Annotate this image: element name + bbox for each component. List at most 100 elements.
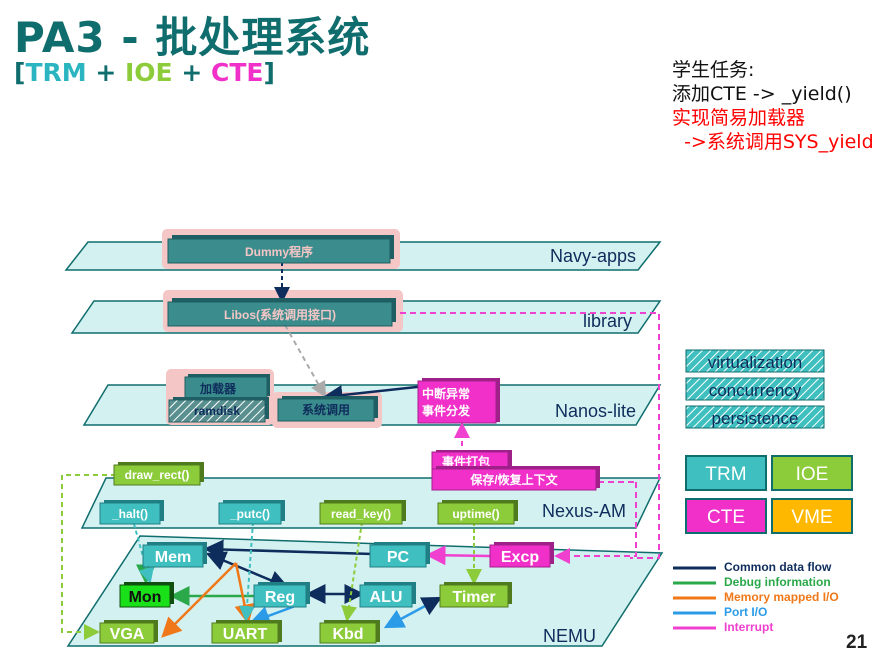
- legend-trm-label: TRM: [705, 464, 746, 485]
- legend-cte: CTE: [685, 498, 767, 534]
- save-restore-context-label: 保存/恢复上下文: [469, 472, 558, 487]
- event-dispatch-label-2: 事件分发: [422, 403, 471, 418]
- timer-label: Timer: [452, 589, 495, 606]
- excp-box: Excp: [489, 542, 554, 568]
- dummy-program-label: Dummy程序: [245, 244, 313, 259]
- dispatch-to-syscall-arrow: [322, 384, 427, 406]
- legend-line-common-data-flow-label: Common data flow: [724, 560, 832, 574]
- interrupt-loop-outer: [400, 312, 660, 559]
- legend-ioe-label: IOE: [796, 464, 829, 485]
- legend-vme-label: VME: [791, 507, 832, 528]
- reg-to-uart-port-arrow: [249, 603, 299, 626]
- subtitle-trm: TRM: [25, 58, 87, 87]
- legend-line-port-io-label: Port I/O: [724, 605, 767, 619]
- layer-nexus-label: Nexus-AM: [542, 501, 626, 521]
- event-dispatch-label-1: 中断异常: [422, 386, 470, 401]
- kbd-label: Kbd: [332, 626, 363, 643]
- page-subtitle: [TRM + IOE + CTE]: [14, 58, 275, 87]
- subtitle-ioe: IOE: [124, 58, 173, 87]
- reg-box: Reg: [253, 582, 310, 608]
- mem-box: Mem: [142, 542, 207, 568]
- libos-box: Libos(系统调用接口): [167, 298, 396, 327]
- syscall-box: 系统调用: [277, 396, 378, 422]
- uart-label: UART: [223, 626, 268, 643]
- legend-concurrency-label: concurrency: [709, 381, 802, 400]
- read-key-box: read_key(): [319, 500, 406, 525]
- syscall-label: 系统调用: [302, 402, 350, 417]
- event-dispatch-box: 中断异常 事件分发: [417, 378, 500, 424]
- pc-box: PC: [369, 542, 430, 568]
- legend-persistence: persistence: [685, 405, 825, 429]
- timer-kbd-port-arrow: [383, 596, 443, 629]
- task-heading: 学生任务:: [672, 59, 755, 81]
- drawrect-to-vga-arrow: [61, 474, 116, 640]
- putc-to-uart-arrow: [239, 521, 255, 622]
- uart-box: UART: [211, 620, 282, 644]
- legend-line-debug-information-label: Debug information: [724, 575, 831, 589]
- kbd-box: Kbd: [319, 620, 380, 644]
- vga-box: VGA: [99, 620, 158, 644]
- putc-label: _putc(): [229, 507, 270, 521]
- legend-lines: Common data flow Debug information Memor…: [673, 560, 839, 634]
- ramdisk-label: ramdisk: [194, 404, 240, 418]
- read-key-label: read_key(): [331, 507, 391, 521]
- vga-label: VGA: [110, 626, 145, 643]
- legend-cte-label: CTE: [707, 507, 745, 528]
- interrupt-loop-inner: [554, 482, 637, 564]
- mon-box: Mon: [119, 582, 174, 608]
- layer-library-label: library: [583, 311, 632, 331]
- legend-persistence-label: persistence: [712, 409, 799, 428]
- draw-rect-box: draw_rect(): [113, 462, 204, 486]
- halt-box: _halt(): [99, 500, 164, 525]
- pc-label: PC: [387, 549, 410, 566]
- uptime-label: uptime(): [452, 507, 499, 521]
- alu-box: ALU: [359, 582, 416, 608]
- legend-line-memory-mapped-io-label: Memory mapped I/O: [724, 590, 839, 604]
- putc-box: _putc(): [218, 500, 285, 525]
- legend-line-interrupt-label: Interrupt: [724, 620, 773, 634]
- halt-label: _halt(): [111, 507, 148, 521]
- readkey-to-kbd-arrow: [341, 521, 363, 622]
- layer-navy-label: Navy-apps: [550, 246, 636, 266]
- loader-label: 加载器: [199, 381, 237, 396]
- legend-vme: VME: [771, 498, 853, 534]
- reg-label: Reg: [265, 589, 295, 606]
- legend-ioe: IOE: [771, 455, 853, 491]
- mem-reg-arrow: [205, 551, 290, 590]
- task-loader: 实现简易加载器: [672, 107, 806, 129]
- event-pack-label: 事件打包: [442, 454, 490, 469]
- legend-trm: TRM: [685, 455, 767, 491]
- page-title: PA3 - 批处理系统: [14, 13, 371, 62]
- task-add-cte: 添加CTE -> _yield(): [672, 83, 852, 105]
- subtitle-open-bracket: [: [14, 58, 26, 87]
- halt-to-mon-arrow: [133, 523, 154, 584]
- legend-virtualization: virtualization: [685, 349, 825, 373]
- mon-label: Mon: [129, 589, 162, 606]
- excp-label: Excp: [501, 549, 539, 566]
- timer-box: Timer: [439, 582, 512, 608]
- layer-nanos-label: Nanos-lite: [555, 401, 636, 421]
- save-restore-context-box: 保存/恢复上下文: [431, 466, 600, 491]
- draw-rect-label: draw_rect(): [125, 468, 190, 482]
- mem-to-vga-arrow: [161, 562, 237, 638]
- subtitle-plus-1: +: [86, 58, 125, 87]
- loader-box: 加载器: [184, 374, 270, 400]
- student-task: 学生任务: 添加CTE -> _yield() 实现简易加载器 ->系统调用SY…: [672, 58, 874, 154]
- page-number: 21: [846, 632, 868, 653]
- alu-label: ALU: [370, 589, 403, 606]
- mem-label: Mem: [155, 549, 191, 566]
- pc-to-mem-arrow: [203, 539, 374, 560]
- legend-concurrency: concurrency: [685, 377, 825, 401]
- libos-label: Libos(系统调用接口): [224, 307, 336, 322]
- excp-to-pc-arrow: [425, 545, 491, 566]
- legend-virtualization-label: virtualization: [708, 353, 803, 372]
- dummy-program-box: Dummy程序: [167, 235, 394, 264]
- uptime-box: uptime(): [437, 500, 518, 525]
- subtitle-cte: CTE: [210, 58, 264, 87]
- subtitle-close-bracket: ]: [263, 58, 275, 87]
- ramdisk-box: ramdisk: [168, 397, 269, 423]
- task-syscall: ->系统调用SYS_yield: [672, 131, 874, 153]
- subtitle-plus-2: +: [172, 58, 211, 87]
- layer-nemu-label: NEMU: [543, 626, 596, 646]
